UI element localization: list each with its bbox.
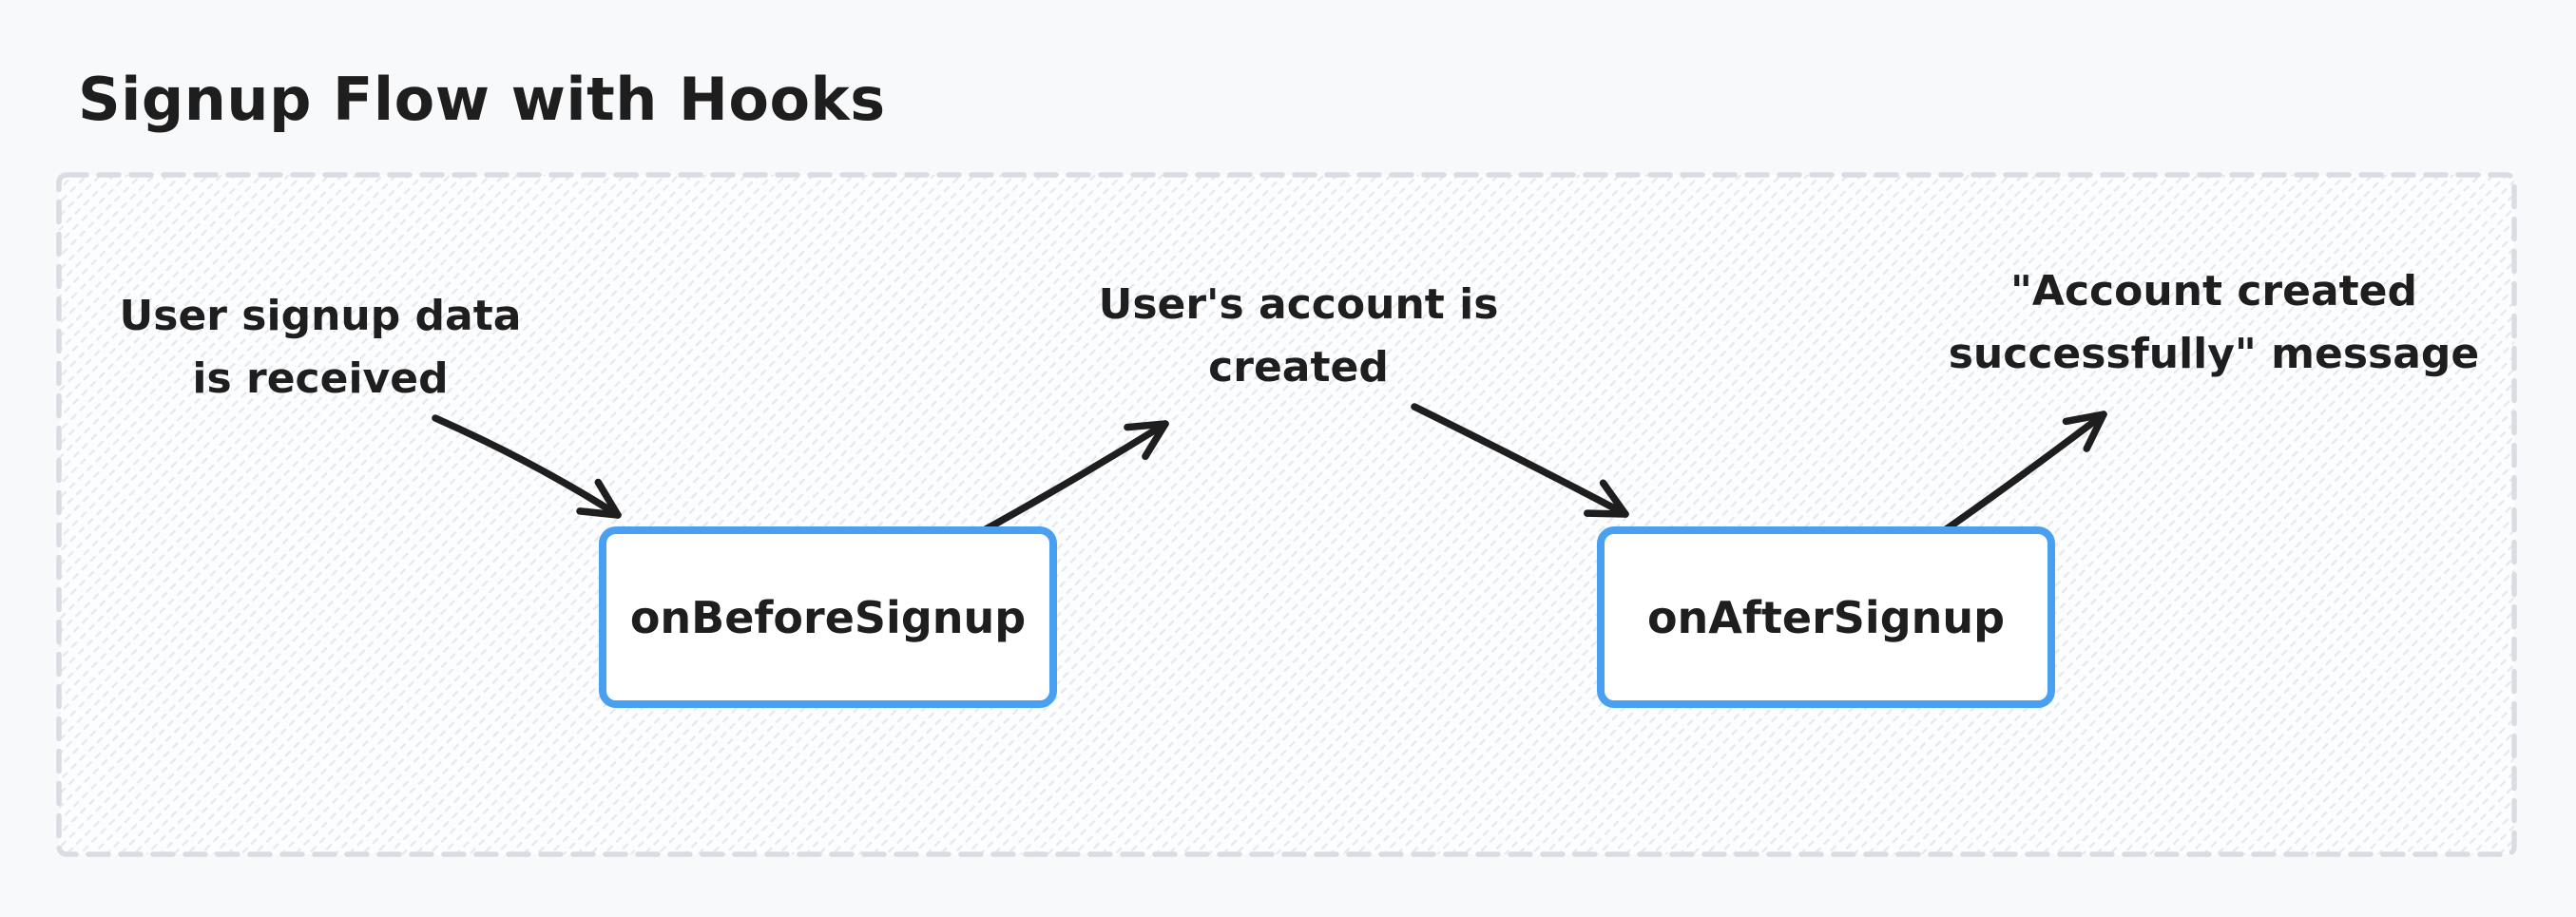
node-on-after-signup-label: onAfterSignup <box>1646 591 2006 643</box>
arrow-onaftersignup-to-success-message <box>1941 411 2107 534</box>
annotation-account-created: User's account is created <box>1098 280 1499 392</box>
page-title: Signup Flow with Hooks <box>78 65 886 134</box>
node-on-before-signup-label: onBeforeSignup <box>629 591 1027 643</box>
node-on-after-signup: onAfterSignup <box>1597 526 2055 708</box>
arrow-account-created-to-onaftersignup <box>1411 403 1629 518</box>
arrow-onbeforesignup-to-account-created <box>973 420 1169 538</box>
annotation-success-message: "Account created successfully" message <box>1948 267 2480 378</box>
annotation-signup-data-received: User signup data is received <box>119 292 522 403</box>
node-on-before-signup: onBeforeSignup <box>599 526 1057 708</box>
arrow-signup-data-to-onbeforesignup <box>432 414 622 519</box>
flow-container-dashed-border <box>56 172 2517 857</box>
